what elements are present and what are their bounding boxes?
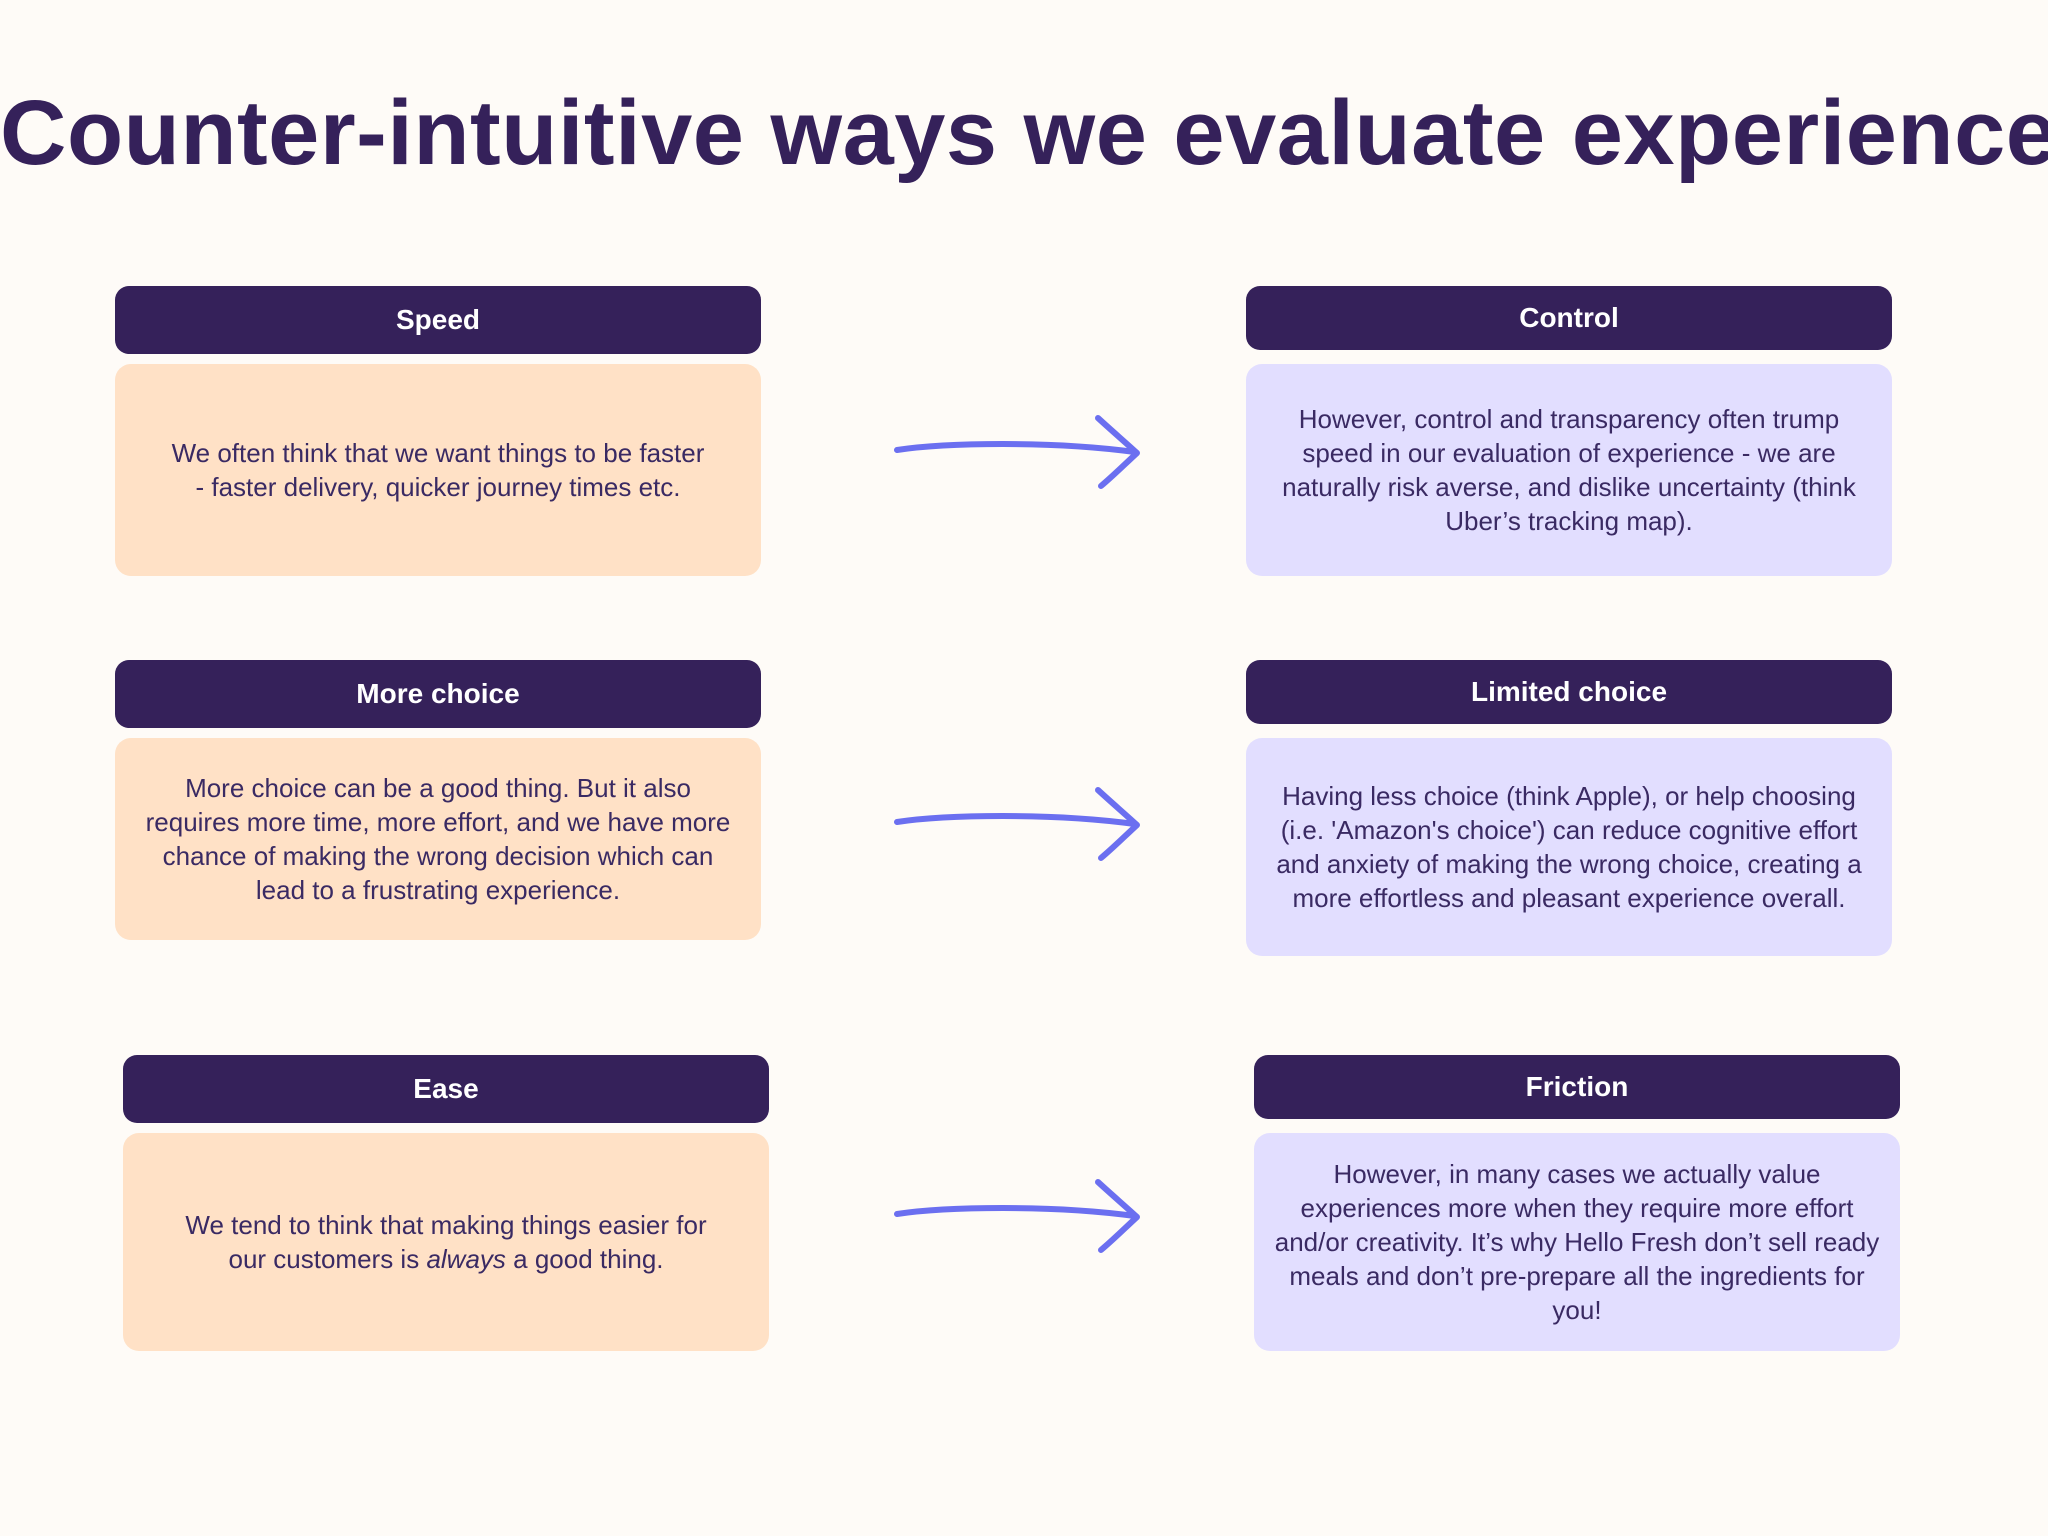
- ease-header: Ease: [123, 1055, 769, 1123]
- friction-header: Friction: [1254, 1055, 1900, 1119]
- ease-card-text-pre: We tend to think that making things easi…: [185, 1210, 707, 1274]
- friction-card-text: However, in many cases we actually value…: [1274, 1159, 1880, 1325]
- control-header: Control: [1246, 286, 1892, 350]
- ease-card-text: We tend to think that making things easi…: [143, 1208, 749, 1276]
- more-choice-header: More choice: [115, 660, 761, 728]
- limited-choice-card-text: Having less choice (think Apple), or hel…: [1276, 781, 1862, 913]
- arrow-more-choice-to-limited-choice-icon: [894, 787, 1140, 861]
- control-card: However, control and transparency often …: [1246, 364, 1892, 576]
- speed-card: We often think that we want things to be…: [115, 364, 761, 576]
- page-title: Counter-intuitive ways we evaluate exper…: [0, 82, 2048, 184]
- ease-card-text-emphasis: always: [426, 1244, 506, 1274]
- more-choice-card: More choice can be a good thing. But it …: [115, 738, 761, 940]
- speed-card-text: We often think that we want things to be…: [135, 436, 741, 504]
- control-card-text: However, control and transparency often …: [1282, 404, 1856, 536]
- limited-choice-card: Having less choice (think Apple), or hel…: [1246, 738, 1892, 956]
- friction-card: However, in many cases we actually value…: [1254, 1133, 1900, 1351]
- arrow-speed-to-control-icon: [894, 415, 1140, 489]
- ease-card: We tend to think that making things easi…: [123, 1133, 769, 1351]
- ease-card-text-post: a good thing.: [505, 1244, 664, 1274]
- arrow-ease-to-friction-icon: [894, 1179, 1140, 1253]
- limited-choice-header: Limited choice: [1246, 660, 1892, 724]
- speed-card-text-main: We often think that we want things to be…: [171, 438, 705, 502]
- more-choice-card-text: More choice can be a good thing. But it …: [145, 773, 731, 905]
- speed-header: Speed: [115, 286, 761, 354]
